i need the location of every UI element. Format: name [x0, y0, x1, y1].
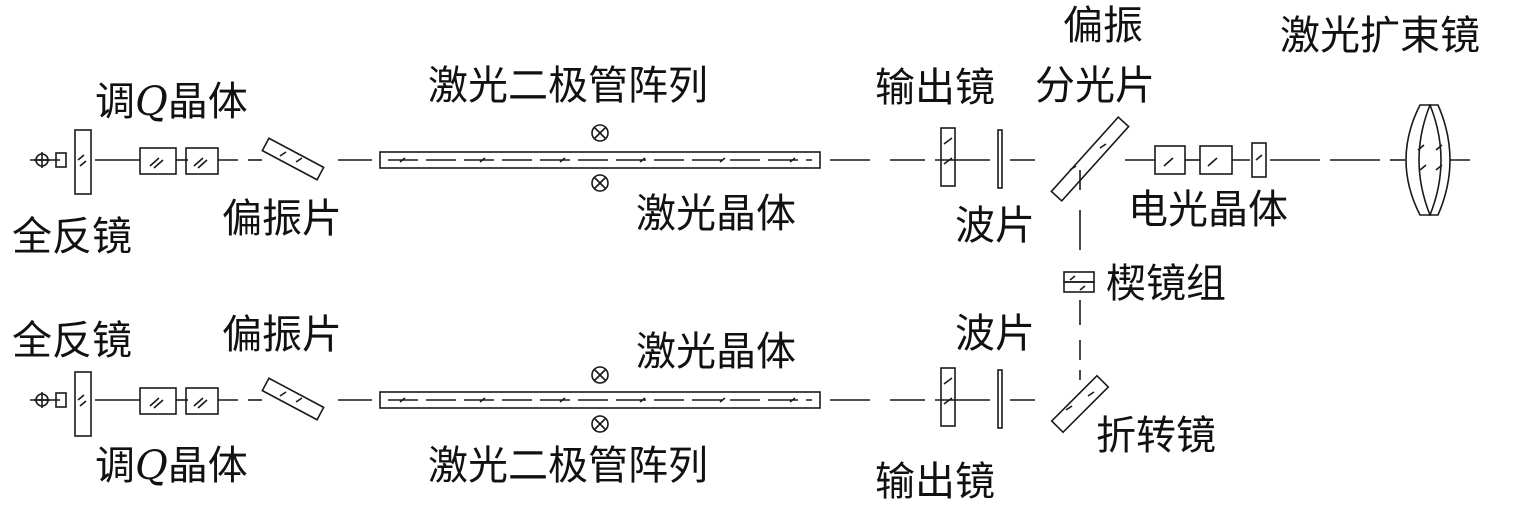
- pump-marker-bottom-lower: [591, 415, 609, 433]
- q-letter: Q: [135, 79, 168, 125]
- fold-mirror: [1050, 374, 1110, 434]
- wedge-group: [1063, 271, 1095, 293]
- q-switch-crystal-bottom: [139, 387, 219, 415]
- q-prefix: 调: [95, 79, 135, 125]
- polarizer-label-top: 偏振片: [222, 196, 342, 242]
- output-mirror-top: [940, 127, 956, 187]
- laser-crystal-label-bottom: 激光晶体: [636, 329, 796, 375]
- beam-expander-label: 激光扩束镜: [1280, 13, 1480, 59]
- laser-crystal-label-top: 激光晶体: [636, 191, 796, 237]
- output-mirror-bottom: [940, 367, 956, 427]
- full-mirror-label-bottom: 全反镜: [12, 318, 132, 364]
- q-letter: Q: [135, 443, 168, 489]
- polarizer-label-bottom: 偏振片: [222, 312, 342, 358]
- pump-marker-top-upper: [591, 124, 609, 142]
- full-mirror-bottom: [34, 371, 92, 437]
- polarizing-splitter-plate: [1050, 116, 1130, 202]
- q-switch-crystal-top: [139, 147, 219, 175]
- splitter-label-line2: 分光片: [1035, 63, 1155, 109]
- wave-plate-label-top: 波片: [955, 203, 1035, 249]
- diode-array-label-bottom: 激光二极管阵列: [428, 443, 708, 489]
- eo-window: [1251, 142, 1267, 178]
- eo-crystal: [1154, 145, 1233, 175]
- diode-array-top: [379, 151, 821, 169]
- wave-plate-top: [997, 129, 1003, 189]
- polarizer-top: [261, 137, 325, 181]
- eo-crystal-label: 电光晶体: [1128, 187, 1288, 233]
- polarizer-bottom: [261, 377, 325, 421]
- output-mirror-label-bottom: 输出镜: [875, 459, 995, 505]
- fold-mirror-label: 折转镜: [1096, 413, 1216, 459]
- pump-marker-top-lower: [591, 174, 609, 192]
- diode-array-bottom: [379, 391, 821, 409]
- q-switch-label-top: 调Q晶体: [95, 80, 248, 124]
- splitter-label-line1: 偏振: [1063, 3, 1143, 49]
- wave-plate-label-bottom: 波片: [955, 311, 1035, 357]
- full-mirror-label-top: 全反镜: [12, 214, 132, 260]
- full-mirror-top: [34, 129, 92, 195]
- q-prefix: 调: [95, 443, 135, 489]
- wedge-group-label: 楔镜组: [1106, 261, 1226, 307]
- wave-plate-bottom: [997, 369, 1003, 429]
- output-mirror-label-top: 输出镜: [875, 65, 995, 111]
- q-suffix: 晶体: [167, 79, 248, 125]
- q-switch-label-bottom: 调Q晶体: [95, 444, 248, 488]
- q-suffix: 晶体: [167, 443, 248, 489]
- pump-marker-bottom-upper: [591, 366, 609, 384]
- diode-array-label-top: 激光二极管阵列: [428, 63, 708, 109]
- beam-expander-lens: [1405, 104, 1451, 216]
